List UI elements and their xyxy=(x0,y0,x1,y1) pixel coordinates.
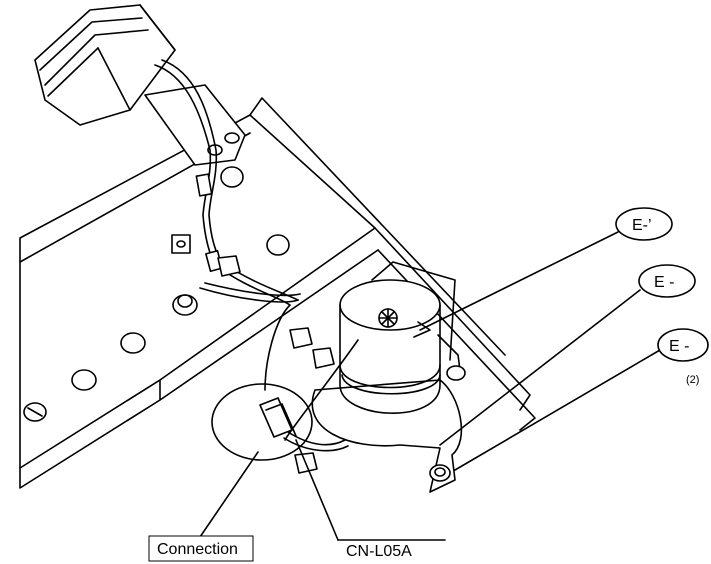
callout-e3-quantity: (2) xyxy=(686,374,699,386)
callout-e2: E - xyxy=(654,274,674,291)
horn-assembly xyxy=(284,261,466,493)
connector-cn-l05a xyxy=(259,397,349,452)
callout-bubble-e3 xyxy=(657,328,709,362)
callout-e3: E - xyxy=(669,338,689,355)
connection-highlight-circle xyxy=(211,383,313,461)
connection-label-box xyxy=(148,535,254,562)
frame-holes xyxy=(23,166,290,422)
lamp-bracket xyxy=(144,84,246,166)
frame-bolts xyxy=(171,234,335,474)
callout-bubble-e1 xyxy=(615,207,673,241)
connection-label: Connection xyxy=(157,541,238,558)
frame-plate xyxy=(19,97,536,489)
lamp-harness xyxy=(154,59,301,391)
connector-label: CN-L05A xyxy=(346,543,412,560)
work-lamp xyxy=(34,4,176,126)
callout-e1: E-’ xyxy=(632,217,652,234)
leader-lines xyxy=(199,231,661,541)
callout-bubble-e2 xyxy=(638,264,696,298)
